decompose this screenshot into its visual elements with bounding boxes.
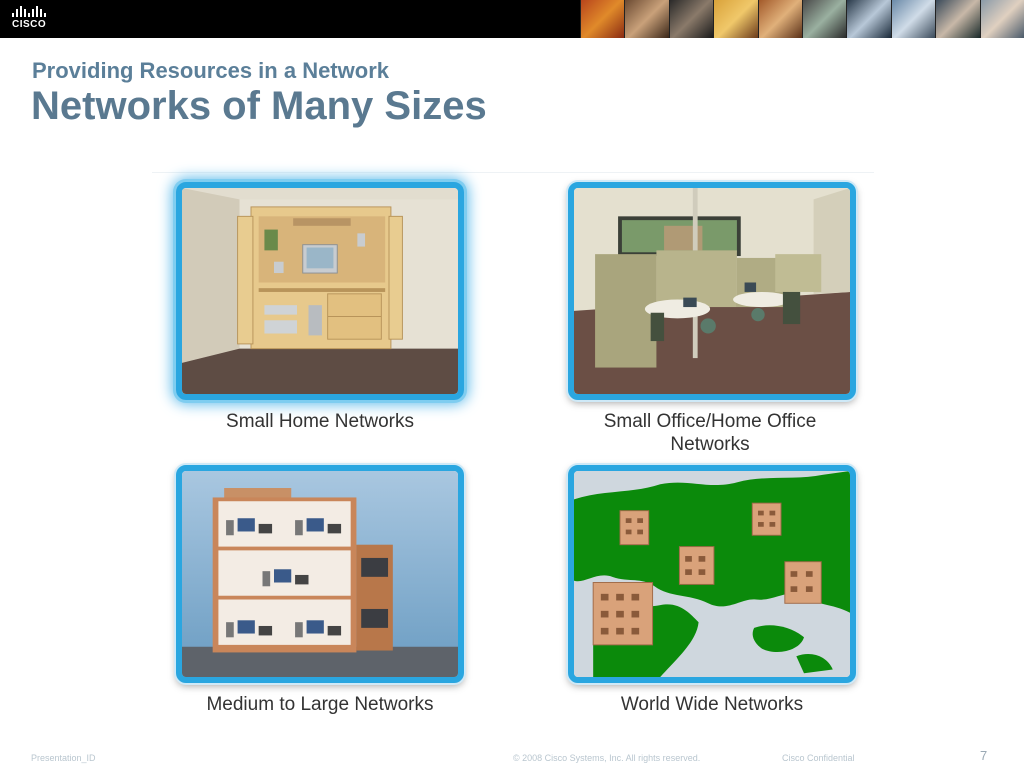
- divider: [152, 172, 874, 173]
- slide-title: Networks of Many Sizes: [31, 84, 487, 128]
- cisco-logo-text: CISCO: [12, 19, 47, 30]
- header-bar: CISCO: [0, 0, 1024, 38]
- footer-copyright: © 2008 Cisco Systems, Inc. All rights re…: [513, 753, 701, 763]
- page-number: 7: [980, 748, 988, 763]
- slide-subtitle: Providing Resources in a Network: [32, 58, 389, 83]
- office-cubicles-image: [574, 188, 850, 394]
- tile-small-home-networks[interactable]: [176, 182, 464, 400]
- people-photo-strip: [580, 0, 1024, 38]
- office-building-image: [182, 471, 458, 677]
- tile-medium-to-large-networks[interactable]: [176, 465, 464, 683]
- cisco-logo-bars-icon: [12, 6, 62, 17]
- tile-small-office-home-office-networks[interactable]: [568, 182, 856, 400]
- footer-presentation-id: Presentation_ID: [31, 753, 96, 763]
- caption-small-office-home-office-networks: Small Office/Home Office Networks: [560, 410, 860, 456]
- caption-small-home-networks: Small Home Networks: [226, 411, 414, 432]
- caption-world-wide-networks: World Wide Networks: [620, 694, 804, 715]
- footer-confidential: Cisco Confidential: [782, 753, 855, 763]
- caption-soho-line2: Networks: [670, 434, 750, 455]
- caption-medium-to-large-networks: Medium to Large Networks: [206, 694, 434, 715]
- home-office-cabinet-image: [182, 188, 458, 394]
- caption-soho-line1: Small Office/Home Office: [603, 411, 817, 432]
- tile-world-wide-networks[interactable]: [568, 465, 856, 683]
- world-map-buildings-image: [574, 471, 850, 677]
- cisco-logo: CISCO: [12, 6, 62, 34]
